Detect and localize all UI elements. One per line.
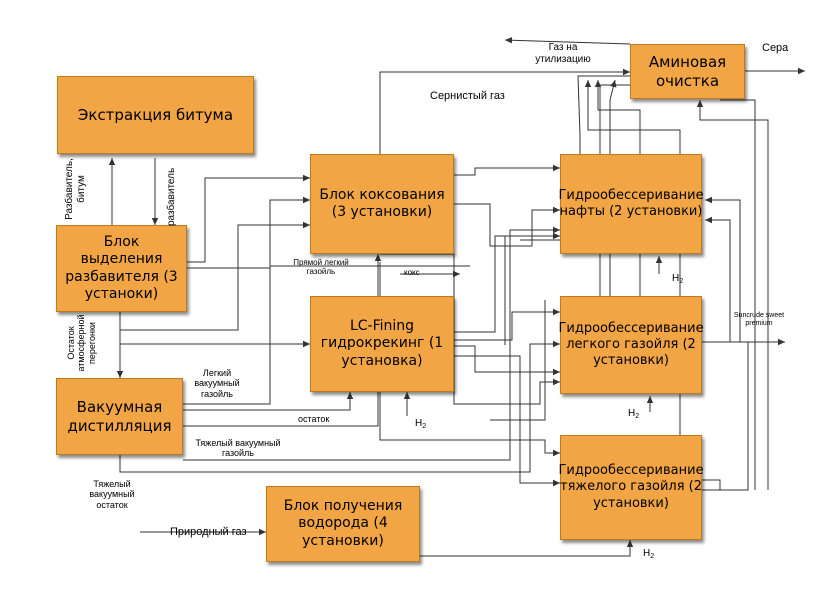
heavy-vacuum-residue-label: Тяжелый вакуумный остаток [89,479,135,510]
atm-residue-label: Остаток атмосферной перегонки [66,314,97,372]
hydrogen-unit-label: Блок получения водорода (4 установки) [283,497,403,549]
h2-label-light-gasoil: H2 [628,408,640,420]
diluent-label: разбавитель [166,167,177,226]
bitumen-extraction-label: Экстракция битума [77,105,234,124]
light-gasoil-hds-block: Гидрообессеривание легкого газойля (2 ус… [558,296,704,394]
heavy-gasoil-hds-label: Гидрообессеривание тяжелого газойля (2 у… [558,463,704,511]
product-label: Suncrude sweet premium [733,312,785,328]
bitumen-extraction-block: Экстракция битума [57,76,254,154]
diluent-bitumen-label: Разбавитель, битум [64,158,87,220]
straight-light-gasoil-label: Прямой легкий газойль [293,258,349,277]
vacuum-distillation-label: Вакуумная дистилляция [67,397,172,435]
coke-label: кокс [404,268,420,277]
lc-fining-block: LC-Fining гидрокрекинг (1 установка) [310,296,454,392]
diluent-separation-label: Блок выделения разбавителя (3 устаноки) [65,233,178,303]
coking-label: Блок коксования (3 установки) [319,186,445,221]
naphtha-hds-block: Гидрообессеривание нафты (2 установки) [558,154,704,254]
naphtha-hds-label: Гидрообессеривание нафты (2 установки) [558,187,704,219]
natural-gas-label: Природный газ [170,526,247,538]
vacuum-distillation-block: Вакуумная дистилляция [56,378,183,455]
light-gasoil-hds-label: Гидрообессеривание легкого газойля (2 ус… [558,320,704,369]
sour-gas-label: Сернистый газ [430,90,505,102]
hydrogen-unit-block: Блок получения водорода (4 установки) [266,486,420,562]
heavy-vgo-label: Тяжелый вакуумный газойль [195,438,281,459]
h2-label-lc-fining: H2 [415,418,427,430]
residue-label: остаток [298,414,330,424]
gas-to-utilization-label: Газ на утилизацию [535,42,591,65]
sulfur-label: Сера [762,42,789,54]
diluent-separation-block: Блок выделения разбавителя (3 устаноки) [56,225,187,312]
lc-fining-label: LC-Fining гидрокрекинг (1 установка) [320,317,444,369]
h2-label-naphtha: H2 [672,273,684,285]
heavy-gasoil-hds-block: Гидрообессеривание тяжелого газойля (2 у… [558,435,704,540]
amine-treating-block: Аминовая очистка [630,44,745,99]
h2-label-heavy-gasoil: H2 [643,548,655,560]
amine-treating-label: Аминовая очистка [648,52,727,90]
light-vgo-label: Легкий вакуумный газойль [194,368,240,399]
coking-block: Блок коксования (3 установки) [310,154,454,254]
